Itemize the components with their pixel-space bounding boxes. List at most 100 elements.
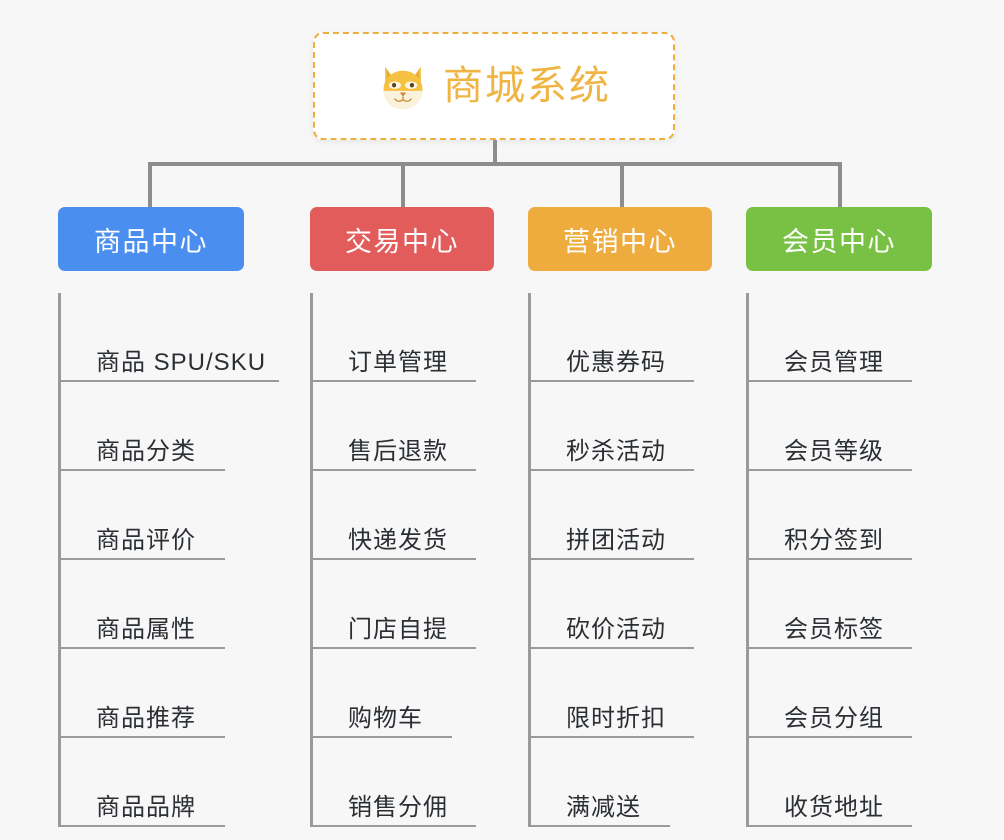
leaf-label: 积分签到: [784, 526, 884, 554]
category-header-label: 交易中心: [345, 226, 459, 257]
leaf-label: 快递发货: [348, 526, 448, 554]
leaf-item[interactable]: 会员标签: [746, 560, 932, 649]
connector-drop-1: [148, 162, 152, 208]
leaf-item[interactable]: 快递发货: [310, 471, 494, 560]
leaf-item[interactable]: 商品分类: [58, 382, 244, 471]
leaf-item[interactable]: 收货地址: [746, 738, 932, 827]
branch-column-4: 会员中心 会员管理 会员等级 积分签到 会员标签 会员分组: [746, 207, 932, 827]
leaf-list-4: 会员管理 会员等级 积分签到 会员标签 会员分组 收货地址: [746, 293, 932, 827]
leaf-label: 拼团活动: [566, 526, 666, 554]
branch-column-2: 交易中心 订单管理 售后退款 快递发货 门店自提 购物车: [310, 207, 494, 827]
leaf-item[interactable]: 限时折扣: [528, 649, 712, 738]
leaf-label: 销售分佣: [348, 793, 448, 821]
leaf-label: 会员管理: [784, 348, 884, 376]
leaf-underline: [528, 736, 694, 738]
leaf-underline: [310, 825, 476, 827]
leaf-label: 商品品牌: [96, 793, 196, 821]
leaf-list-1: 商品 SPU/SKU 商品分类 商品评价 商品属性 商品推荐 商品品牌: [58, 293, 279, 827]
leaf-item[interactable]: 商品 SPU/SKU: [58, 293, 279, 382]
leaf-item[interactable]: 销售分佣: [310, 738, 494, 827]
leaf-item[interactable]: 商品属性: [58, 560, 244, 649]
leaf-label: 商品 SPU/SKU: [96, 348, 267, 376]
connector-drop-2: [401, 162, 405, 208]
leaf-item[interactable]: 商品推荐: [58, 649, 244, 738]
category-header-2[interactable]: 交易中心: [310, 207, 494, 271]
leaf-item[interactable]: 商品品牌: [58, 738, 244, 827]
leaf-underline: [528, 825, 670, 827]
leaf-underline: [58, 736, 225, 738]
leaf-label: 会员等级: [784, 437, 884, 465]
category-header-label: 商品中心: [94, 226, 208, 257]
leaf-underline: [528, 469, 694, 471]
leaf-item[interactable]: 售后退款: [310, 382, 494, 471]
leaf-underline: [746, 647, 912, 649]
branch-column-3: 营销中心 优惠券码 秒杀活动 拼团活动 砍价活动 限时折扣: [528, 207, 712, 827]
leaf-label: 优惠券码: [566, 348, 666, 376]
leaf-underline: [310, 736, 452, 738]
leaf-item[interactable]: 会员等级: [746, 382, 932, 471]
leaf-underline: [310, 647, 476, 649]
leaf-item[interactable]: 会员管理: [746, 293, 932, 382]
leaf-label: 收货地址: [784, 793, 884, 821]
leaf-label: 满减送: [566, 793, 641, 821]
leaf-label: 会员标签: [784, 615, 884, 643]
leaf-label: 订单管理: [348, 348, 448, 376]
leaf-underline: [528, 558, 694, 560]
leaf-list-3: 优惠券码 秒杀活动 拼团活动 砍价活动 限时折扣 满减送: [528, 293, 712, 827]
leaf-label: 购物车: [348, 704, 423, 732]
leaf-spine: [58, 293, 61, 827]
category-header-3[interactable]: 营销中心: [528, 207, 712, 271]
shiba-dog-icon: [383, 66, 423, 110]
leaf-item[interactable]: 会员分组: [746, 649, 932, 738]
leaf-item[interactable]: 购物车: [310, 649, 494, 738]
leaf-underline: [58, 825, 225, 827]
leaf-item[interactable]: 砍价活动: [528, 560, 712, 649]
leaf-underline: [58, 647, 225, 649]
leaf-item[interactable]: 优惠券码: [528, 293, 712, 382]
leaf-label: 会员分组: [784, 704, 884, 732]
leaf-underline: [746, 469, 912, 471]
leaf-underline: [746, 825, 912, 827]
leaf-spine: [746, 293, 749, 827]
leaf-item[interactable]: 门店自提: [310, 560, 494, 649]
leaf-list-2: 订单管理 售后退款 快递发货 门店自提 购物车 销售分佣: [310, 293, 494, 827]
leaf-underline: [58, 558, 225, 560]
leaf-underline: [746, 736, 912, 738]
leaf-underline: [58, 380, 279, 382]
root-node[interactable]: 商城系统: [313, 32, 675, 140]
leaf-label: 商品分类: [96, 437, 196, 465]
leaf-underline: [310, 380, 476, 382]
root-title: 商城系统: [443, 64, 611, 108]
leaf-label: 售后退款: [348, 437, 448, 465]
connector-horizontal-bus: [150, 162, 840, 166]
branch-column-1: 商品中心 商品 SPU/SKU 商品分类 商品评价 商品属性 商品推荐: [58, 207, 279, 827]
leaf-item[interactable]: 订单管理: [310, 293, 494, 382]
leaf-label: 砍价活动: [566, 615, 666, 643]
leaf-label: 限时折扣: [566, 704, 666, 732]
leaf-item[interactable]: 满减送: [528, 738, 712, 827]
leaf-label: 门店自提: [348, 615, 448, 643]
leaf-underline: [310, 558, 476, 560]
leaf-item[interactable]: 秒杀活动: [528, 382, 712, 471]
category-header-4[interactable]: 会员中心: [746, 207, 932, 271]
leaf-underline: [746, 558, 912, 560]
leaf-spine: [310, 293, 313, 827]
leaf-label: 秒杀活动: [566, 437, 666, 465]
leaf-label: 商品属性: [96, 615, 196, 643]
connector-drop-3: [620, 162, 624, 208]
leaf-spine: [528, 293, 531, 827]
category-header-1[interactable]: 商品中心: [58, 207, 244, 271]
leaf-label: 商品评价: [96, 526, 196, 554]
leaf-underline: [746, 380, 912, 382]
leaf-item[interactable]: 拼团活动: [528, 471, 712, 560]
leaf-underline: [528, 647, 694, 649]
leaf-underline: [310, 469, 476, 471]
leaf-label: 商品推荐: [96, 704, 196, 732]
category-header-label: 营销中心: [563, 226, 677, 257]
connector-drop-4: [838, 162, 842, 208]
leaf-item[interactable]: 积分签到: [746, 471, 932, 560]
connector-root-stem: [493, 140, 497, 164]
leaf-item[interactable]: 商品评价: [58, 471, 244, 560]
leaf-underline: [58, 469, 225, 471]
